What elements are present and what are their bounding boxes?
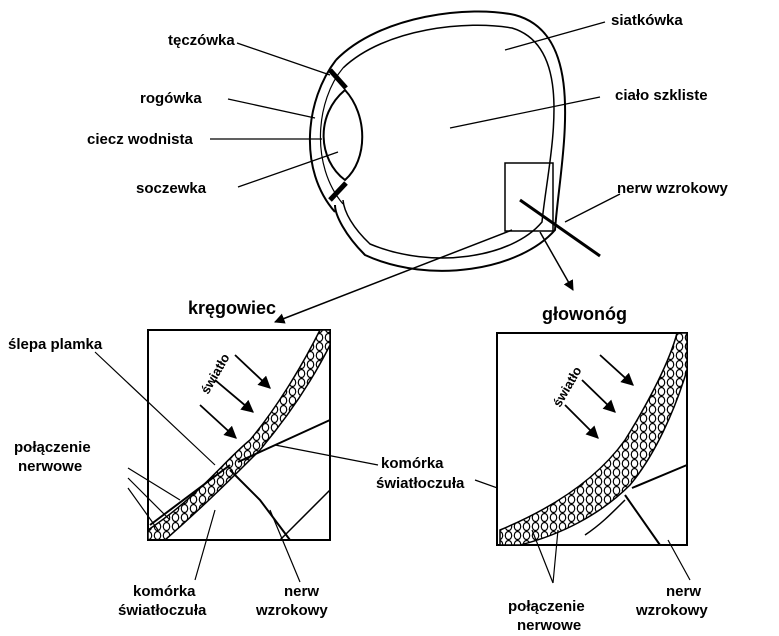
label-iris: tęczówka bbox=[168, 32, 235, 49]
zoom-arrows bbox=[275, 230, 573, 322]
label-nerve-connection-line2: nerwowe bbox=[18, 458, 82, 475]
label-aqueous-humor: ciecz wodnista bbox=[87, 131, 194, 148]
label-retina: siatkówka bbox=[611, 12, 683, 29]
label-optic-nerve-v-line1: nerw bbox=[284, 583, 319, 600]
vertebrate-title: kręgowiec bbox=[188, 298, 276, 318]
eye-cross-section bbox=[310, 11, 600, 270]
cephalopod-title: głowonóg bbox=[542, 304, 627, 324]
label-photoreceptor-line2: światłoczuła bbox=[118, 602, 207, 619]
label-optic-nerve-c-line2: wzrokowy bbox=[635, 602, 708, 619]
label-vitreous-body: ciało szkliste bbox=[615, 87, 708, 104]
label-nerve-connection-c-line1: połączenie bbox=[508, 598, 585, 615]
vertebrate-retina-panel: światło bbox=[148, 330, 330, 540]
label-photoreceptor-line1: komórka bbox=[133, 583, 196, 600]
label-nerve-connection-line1: połączenie bbox=[14, 439, 91, 456]
label-photoreceptor-shared-line2: światłoczuła bbox=[376, 475, 465, 492]
label-cornea: rogówka bbox=[140, 90, 202, 107]
label-nerve-connection-c-line2: nerwowe bbox=[517, 617, 581, 634]
label-lens: soczewka bbox=[136, 180, 207, 197]
label-blind-spot: ślepa plamka bbox=[8, 336, 103, 353]
label-optic-nerve-c-line1: nerw bbox=[666, 583, 701, 600]
retina-inner bbox=[343, 25, 554, 258]
label-photoreceptor-shared-line1: komórka bbox=[381, 455, 444, 472]
lens bbox=[324, 90, 363, 180]
label-optic-nerve: nerw wzrokowy bbox=[617, 180, 729, 197]
cephalopod-retina-panel: światło bbox=[497, 333, 687, 545]
label-optic-nerve-v-line2: wzrokowy bbox=[255, 602, 328, 619]
